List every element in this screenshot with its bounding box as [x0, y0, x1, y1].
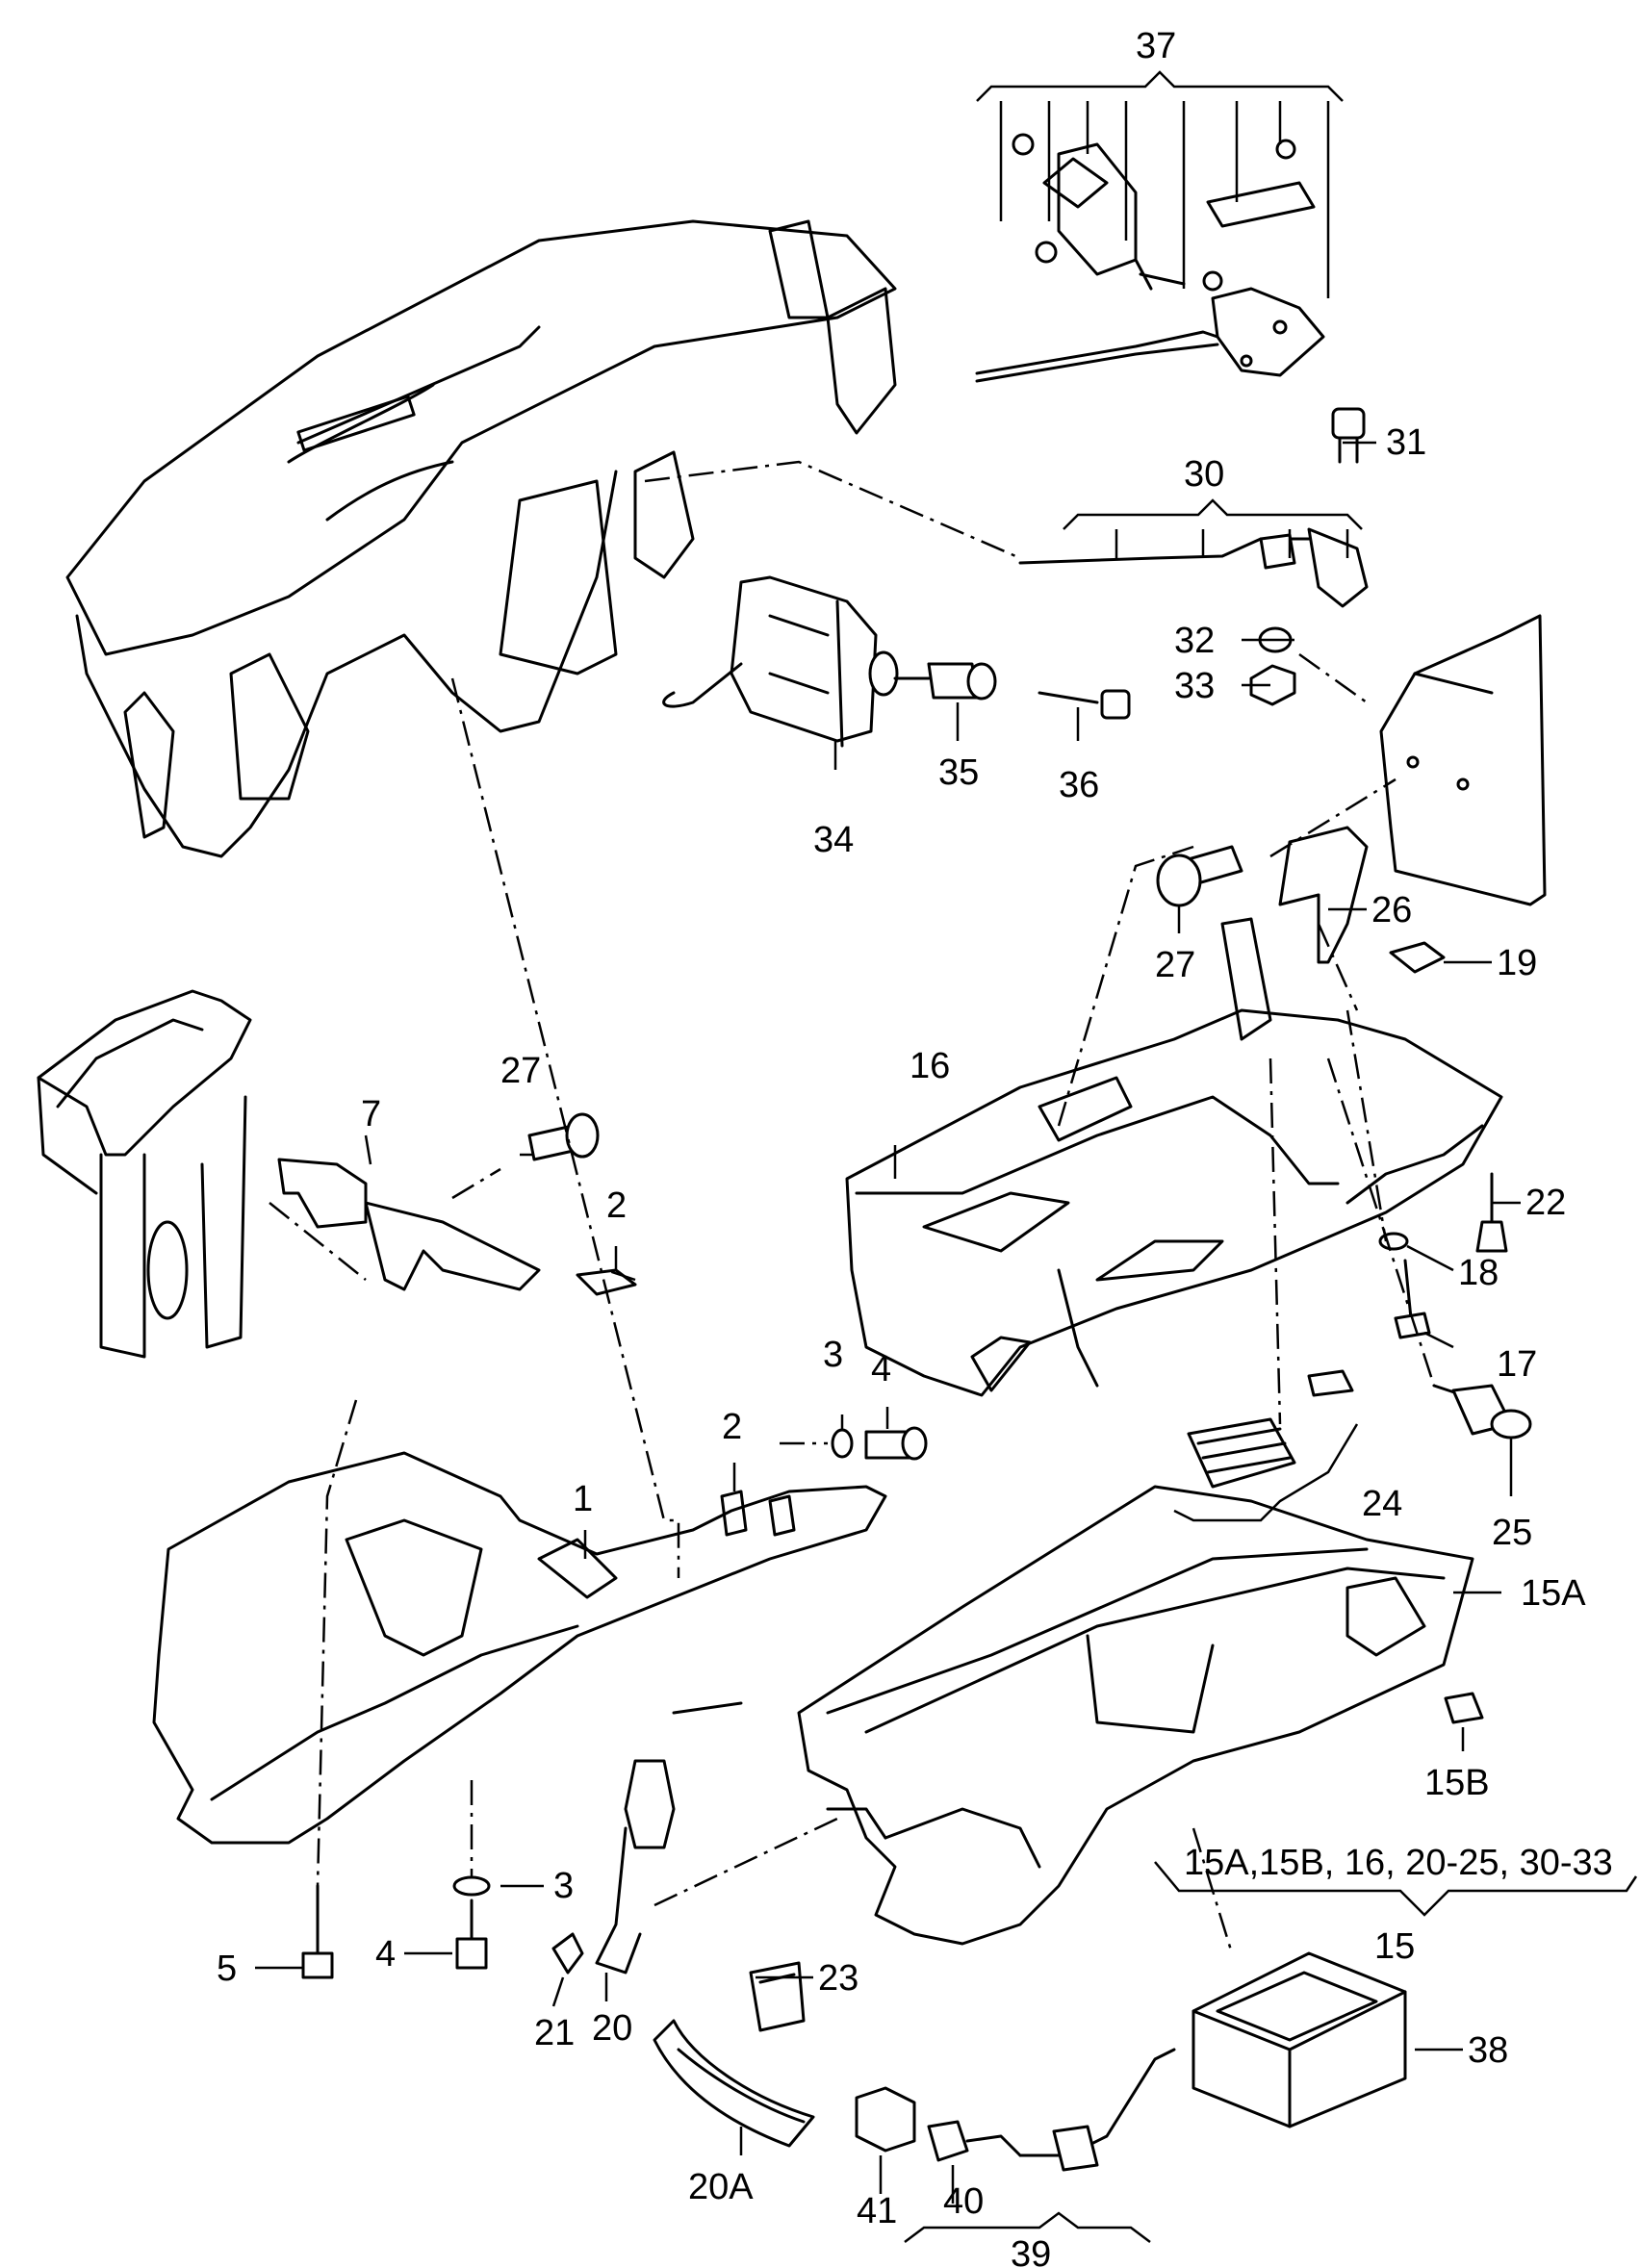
callout-17: 17 — [1497, 1344, 1537, 1385]
callout-25: 25 — [1492, 1513, 1532, 1553]
callout-37: 37 — [1136, 26, 1176, 66]
callout-2-left: 2 — [606, 1185, 627, 1226]
callout-20: 20 — [592, 2008, 632, 2049]
hinge-20 — [595, 1701, 743, 1975]
callout-15: 15 — [1374, 1926, 1415, 1967]
clip-21 — [551, 1932, 584, 1975]
washer-3-bottom — [452, 1875, 491, 1897]
cable-39 — [1018, 2048, 1176, 2172]
callout-1: 1 — [573, 1479, 593, 1519]
callout-32: 32 — [1174, 621, 1215, 661]
clip-15b — [1444, 1692, 1484, 1724]
bolt-17 — [1394, 1259, 1431, 1339]
group-brackets — [904, 70, 1638, 2243]
lid-latch-kit — [975, 133, 1325, 383]
callout-27-left: 27 — [500, 1051, 541, 1091]
callout-19: 19 — [1497, 943, 1537, 983]
insert-38 — [1192, 1951, 1407, 2128]
callout-3-bottom: 3 — [553, 1866, 574, 1906]
damper-20a — [653, 2019, 815, 2148]
callout-5: 5 — [217, 1949, 237, 1989]
screw-22 — [1475, 1172, 1508, 1253]
callout-33: 33 — [1174, 666, 1215, 706]
callout-20a: 20A — [688, 2167, 754, 2207]
callout-27-right: 27 — [1155, 945, 1195, 985]
right-a-pillar-trim — [1379, 614, 1547, 906]
washer-3-top — [831, 1428, 854, 1459]
dashboard-panel — [65, 219, 897, 858]
callout-4-bottom: 4 — [375, 1934, 396, 1975]
callout-labels: 37 31 30 32 33 35 36 34 26 27 19 16 27 7… — [217, 26, 1613, 2268]
group-note-15: 15A,15B, 16, 20-25, 30-33 — [1184, 1843, 1613, 1883]
lower-trim-panel — [152, 1451, 887, 1845]
callout-7: 7 — [361, 1094, 381, 1134]
screw-4-top — [864, 1426, 928, 1461]
switch-25 — [1432, 1384, 1532, 1440]
bolt-27-right — [1156, 845, 1243, 907]
bracket-26 — [1278, 826, 1369, 964]
glovebox-15a — [797, 1485, 1474, 1946]
callout-15a: 15A — [1521, 1573, 1586, 1614]
callout-4-top: 4 — [871, 1349, 891, 1389]
bracket-7 — [277, 1158, 541, 1291]
callout-24: 24 — [1362, 1484, 1402, 1524]
callout-30: 30 — [1184, 454, 1224, 495]
callout-21: 21 — [534, 2013, 575, 2053]
callout-31: 31 — [1386, 422, 1426, 463]
callout-16: 16 — [910, 1046, 950, 1086]
callout-2-center: 2 — [722, 1407, 742, 1447]
nut — [1249, 664, 1296, 706]
callout-26: 26 — [1371, 890, 1412, 930]
left-a-pillar-trim — [37, 989, 252, 1359]
callout-36: 36 — [1059, 765, 1099, 805]
clip-2-left — [576, 1268, 637, 1296]
bolt-27-left — [527, 1112, 600, 1161]
bolt-5 — [301, 1884, 334, 1979]
socket-40 — [927, 2120, 1022, 2162]
callout-15b: 15B — [1424, 1763, 1490, 1803]
clip-19 — [1389, 941, 1446, 974]
callout-3-top: 3 — [823, 1335, 843, 1375]
callout-38: 38 — [1468, 2030, 1508, 2071]
callout-34: 34 — [813, 820, 854, 860]
callout-22: 22 — [1525, 1183, 1566, 1223]
callout-39: 39 — [1011, 2234, 1051, 2268]
lock-housing — [662, 575, 899, 748]
lock-cylinder — [893, 662, 997, 701]
key — [1038, 689, 1131, 720]
screw-4-bottom — [455, 1898, 488, 1970]
light-24 — [1187, 1369, 1354, 1489]
callout-41: 41 — [857, 2191, 897, 2231]
glovebox-frame — [845, 917, 1503, 1397]
leader-lines — [255, 441, 1521, 2204]
switch-41 — [855, 2086, 916, 2153]
callout-23: 23 — [818, 1958, 858, 1999]
clip-2-center — [720, 1490, 796, 1537]
callout-35: 35 — [938, 752, 979, 793]
release-cable — [1018, 407, 1369, 608]
alignment-lines — [269, 460, 1436, 1954]
callout-18: 18 — [1458, 1253, 1499, 1293]
clip-23 — [749, 1961, 806, 2032]
callout-40: 40 — [943, 2181, 984, 2222]
